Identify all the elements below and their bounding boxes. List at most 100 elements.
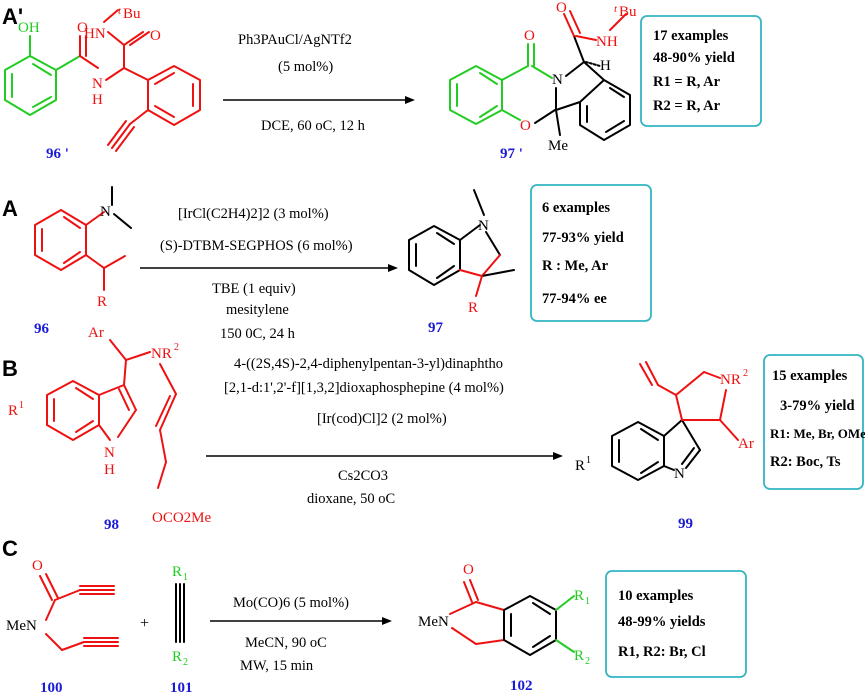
r2-label-101: R bbox=[172, 649, 182, 665]
condition-b-4: Cs2CO3 bbox=[338, 468, 388, 484]
indolenine-n-label: N bbox=[674, 466, 685, 482]
summary-b-3: R1: Me, Br, OMe bbox=[770, 426, 865, 441]
ocoome-label: OCO2Me bbox=[152, 510, 212, 526]
condition-c-2: MeCN, 90 oC bbox=[245, 635, 327, 651]
r-label-96: R bbox=[97, 294, 107, 310]
compound-number-101: 101 bbox=[170, 680, 193, 696]
h-product-label: H bbox=[600, 58, 611, 74]
r1-label-101: R bbox=[172, 564, 182, 580]
svg-text:t: t bbox=[614, 3, 618, 15]
reactant-101: R 1 R 2 bbox=[172, 564, 188, 668]
men-label-100: MeN bbox=[6, 618, 37, 634]
amide-nh-h-label: H bbox=[92, 92, 103, 108]
reactant-96: N R bbox=[34, 186, 132, 310]
condition-a-prime-1: Ph3PAuCl/AgNTf2 bbox=[238, 32, 352, 48]
summary-b-4: R2: Boc, Ts bbox=[770, 454, 841, 470]
summary-a-prime-4: R2 = R, Ar bbox=[653, 98, 721, 114]
section-label-c: C bbox=[2, 536, 18, 561]
r-label-97: R bbox=[468, 300, 478, 316]
lactam-o-label: O bbox=[463, 562, 474, 578]
product-97: N R bbox=[408, 189, 515, 316]
summary-box-c bbox=[605, 570, 747, 678]
summary-b-2: 3-79% yield bbox=[780, 398, 855, 414]
hn-label: HN bbox=[84, 26, 106, 42]
reactant-98: R 1 N H Ar NR 2 OCO2Me bbox=[8, 325, 212, 526]
condition-a-prime-3: DCE, 60 oC, 12 h bbox=[261, 118, 366, 134]
compound-number-97: 97 bbox=[428, 320, 444, 336]
amide-o-product-label: O bbox=[556, 0, 567, 16]
condition-c-3: MW, 15 min bbox=[240, 658, 314, 674]
summary-a-1: 6 examples bbox=[542, 200, 610, 216]
indole-h-label: H bbox=[104, 462, 115, 478]
section-label-a-prime: A' bbox=[2, 4, 23, 29]
svg-text:2: 2 bbox=[585, 656, 590, 667]
compound-number-99: 99 bbox=[678, 516, 693, 532]
svg-text:2: 2 bbox=[743, 368, 748, 379]
summary-box-b bbox=[763, 354, 864, 490]
ketone-oxygen-label: O bbox=[524, 28, 535, 44]
condition-a-5: 150 0C, 24 h bbox=[220, 326, 296, 342]
compound-number-98: 98 bbox=[104, 517, 119, 533]
hydroxyl-label: OH bbox=[18, 20, 40, 36]
men-label-102: MeN bbox=[418, 614, 449, 630]
summary-box-a bbox=[530, 184, 652, 322]
section-label-b: B bbox=[2, 356, 18, 381]
condition-a-prime-2: (5 mol%) bbox=[278, 59, 333, 75]
amide-oxygen-label: O bbox=[77, 20, 88, 36]
product-99: R 1 N NR 2 Ar bbox=[575, 361, 754, 482]
product-97-prime: O O N Me O NH t Bu H bbox=[449, 0, 637, 154]
amide-o-100-label: O bbox=[32, 558, 43, 574]
r1-label-98: R bbox=[8, 403, 18, 419]
reactant-100: O MeN bbox=[6, 558, 119, 651]
summary-c-3: R1, R2: Br, Cl bbox=[618, 644, 706, 660]
svg-text:1: 1 bbox=[183, 572, 188, 583]
ar-label-99: Ar bbox=[738, 436, 754, 452]
methyl-label: Me bbox=[548, 138, 568, 154]
carbonyl-oxygen-label: O bbox=[150, 28, 161, 44]
nr2-label-98: NR bbox=[151, 346, 172, 362]
nh-product-label: NH bbox=[596, 34, 618, 50]
svg-text:2: 2 bbox=[174, 342, 179, 353]
svg-text:t: t bbox=[118, 5, 122, 17]
summary-c-1: 10 examples bbox=[618, 588, 694, 604]
summary-a-2: 77-93% yield bbox=[542, 230, 624, 246]
summary-box-a-prime bbox=[640, 15, 762, 127]
r2-label-102: R bbox=[574, 648, 584, 664]
summary-a-prime-1: 17 examples bbox=[653, 28, 729, 44]
svg-text:1: 1 bbox=[19, 400, 24, 411]
r1-label-102: R bbox=[574, 588, 584, 604]
compound-number-96-prime: 96 ' bbox=[46, 146, 69, 162]
arrowhead-a bbox=[388, 264, 398, 272]
summary-a-prime-3: R1 = R, Ar bbox=[653, 74, 721, 90]
compound-number-102: 102 bbox=[510, 678, 533, 694]
condition-a-1: [IrCl(C2H4)2]2 (3 mol%) bbox=[178, 206, 329, 222]
product-102: O MeN R 1 R 2 bbox=[418, 562, 590, 667]
compound-number-96: 96 bbox=[34, 321, 50, 337]
indoline-n-label: N bbox=[478, 218, 489, 234]
condition-a-4: mesitylene bbox=[226, 302, 289, 318]
summary-b-1: 15 examples bbox=[772, 368, 848, 384]
svg-text:1: 1 bbox=[585, 596, 590, 607]
amine-n-label-96: N bbox=[100, 204, 111, 220]
summary-a-3: R : Me, Ar bbox=[542, 258, 609, 274]
nr2-label-99: NR bbox=[720, 372, 741, 388]
summary-a-4: 77-94% ee bbox=[542, 291, 607, 307]
ring-nitrogen-label: N bbox=[552, 72, 563, 88]
tbu-label: Bu bbox=[123, 6, 141, 22]
amide-nh-n-label: N bbox=[92, 76, 103, 92]
tbu-product-label: Bu bbox=[619, 4, 637, 20]
plus-sign: + bbox=[140, 615, 149, 632]
svg-text:2: 2 bbox=[183, 657, 188, 668]
summary-a-prime-2: 48-90% yield bbox=[653, 50, 735, 66]
arrowhead-c bbox=[382, 617, 392, 625]
condition-c-1: Mo(CO)6 (5 mol%) bbox=[233, 595, 349, 611]
reactant-96-prime: OH O N H O HN t Bu bbox=[4, 5, 201, 152]
r1-label-99: R bbox=[575, 458, 585, 474]
condition-b-5: dioxane, 50 oC bbox=[307, 491, 395, 507]
condition-b-1: 4-((2S,4S)-2,4-diphenylpentan-3-yl)dinap… bbox=[234, 356, 503, 372]
condition-b-3: [Ir(cod)Cl]2 (2 mol%) bbox=[317, 411, 447, 427]
compound-number-100: 100 bbox=[40, 680, 63, 696]
svg-text:1: 1 bbox=[586, 455, 591, 466]
condition-a-2: (S)-DTBM-SEGPHOS (6 mol%) bbox=[160, 238, 353, 254]
